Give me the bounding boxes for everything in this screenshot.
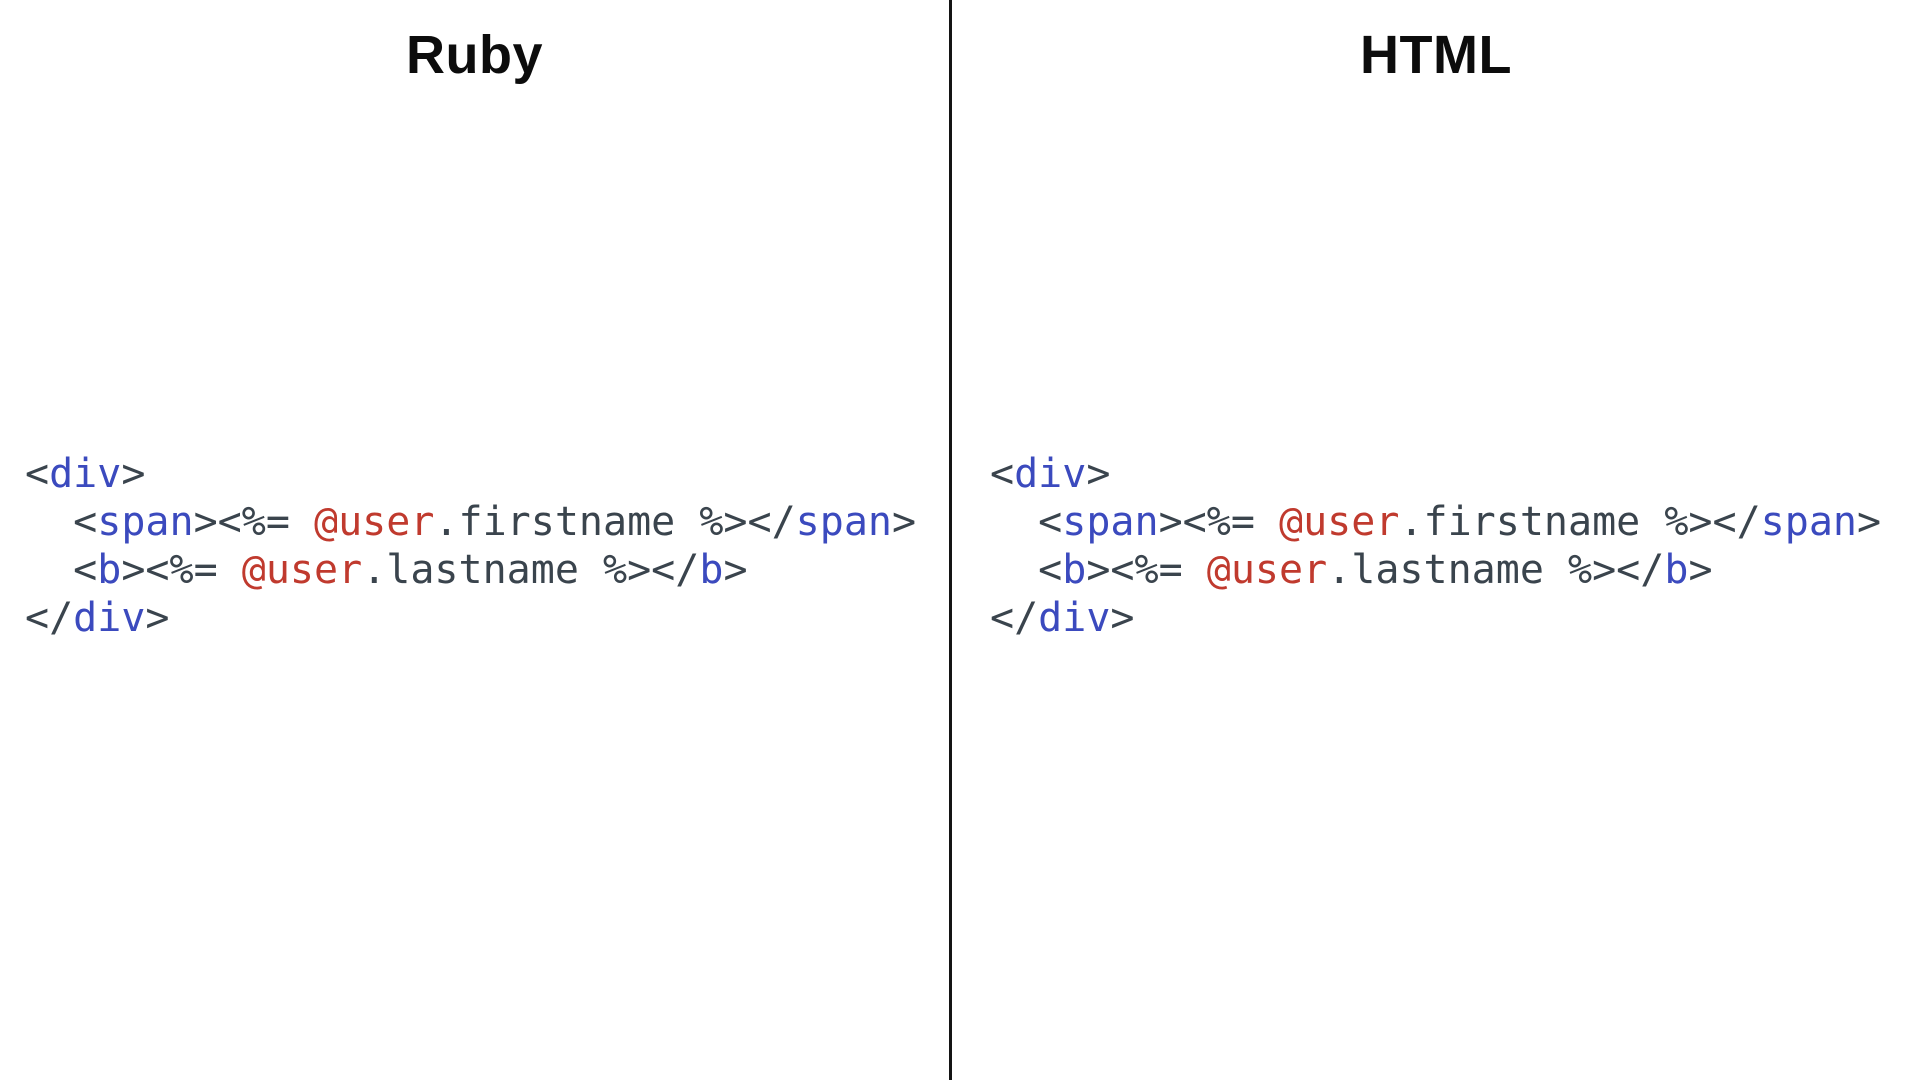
code-token-tag: span [1760,499,1857,545]
code-token-plain: ><%= [121,547,242,593]
code-token-plain: > [891,499,917,545]
code-line: <b><%= @user.lastname %></b> [25,546,916,594]
code-token-plain: < [25,499,98,545]
code-token-plain: ><%= [1158,499,1279,545]
code-line: <span><%= @user.firstname %></span> [990,498,1881,546]
code-token-plain: </ [990,595,1039,641]
code-line: </div> [990,594,1881,642]
code-token-plain: > [1856,499,1882,545]
ruby-code-block: <div> <span><%= @user.firstname %></span… [25,450,916,642]
code-token-tag: span [1062,499,1159,545]
code-line: <div> [990,450,1881,498]
code-token-tag: div [73,595,146,641]
code-token-plain: > [145,595,170,641]
code-token-tag: span [97,499,194,545]
code-token-plain: > [1086,451,1111,497]
code-token-plain: </ [25,595,74,641]
code-token-tag: span [795,499,892,545]
code-token-plain: > [1110,595,1135,641]
code-token-plain: < [25,451,50,497]
code-token-plain: > [723,547,748,593]
code-token-tag: div [1038,595,1111,641]
code-token-plain: .firstname %></ [434,499,796,545]
code-token-tag: b [699,547,724,593]
html-panel-title: HTML [1360,25,1512,85]
code-token-plain: ><%= [193,499,314,545]
code-token-plain: < [25,547,98,593]
code-token-variable: @user [314,499,435,545]
code-token-plain: .lastname %></ [362,547,700,593]
ruby-panel: Ruby <div> <span><%= @user.firstname %><… [0,0,949,1080]
html-code-block: <div> <span><%= @user.firstname %></span… [990,450,1881,642]
code-token-variable: @user [1279,499,1400,545]
ruby-panel-title: Ruby [406,25,543,85]
code-line: <span><%= @user.firstname %></span> [25,498,916,546]
code-line: </div> [25,594,916,642]
panel-divider [949,0,952,1080]
code-token-plain: > [1688,547,1713,593]
code-token-plain: < [990,499,1063,545]
html-panel: HTML <div> <span><%= @user.firstname %><… [952,0,1920,1080]
code-token-plain: < [990,451,1015,497]
code-token-plain: ><%= [1086,547,1207,593]
code-token-tag: div [1014,451,1087,497]
code-token-tag: b [97,547,122,593]
code-token-tag: b [1664,547,1689,593]
code-token-plain: < [990,547,1063,593]
code-token-plain: .lastname %></ [1327,547,1665,593]
code-line: <b><%= @user.lastname %></b> [990,546,1881,594]
code-token-variable: @user [241,547,363,593]
code-token-tag: div [49,451,122,497]
code-line: <div> [25,450,916,498]
code-token-tag: b [1062,547,1087,593]
code-token-variable: @user [1206,547,1328,593]
code-token-plain: .firstname %></ [1399,499,1761,545]
code-token-plain: > [121,451,146,497]
